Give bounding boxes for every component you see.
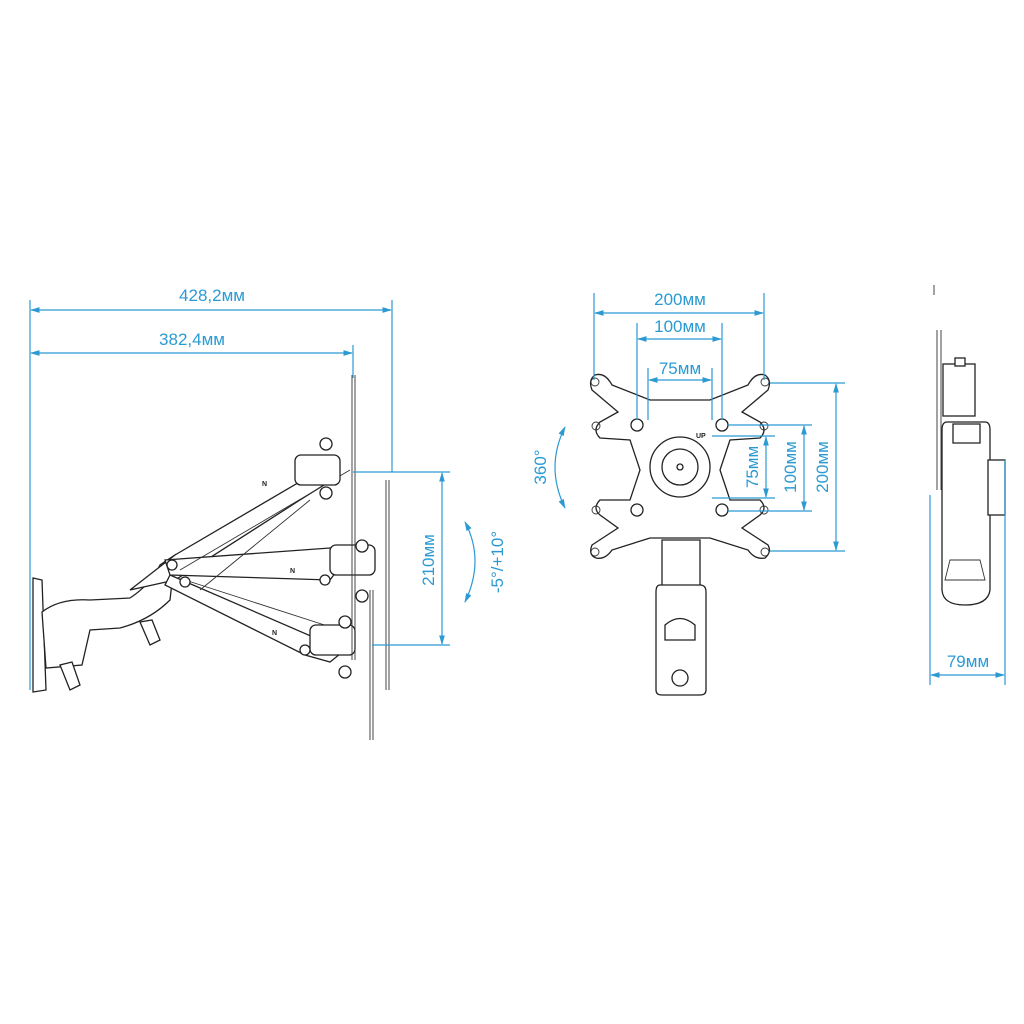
- arm-depth-label: 382,4мм: [159, 330, 225, 349]
- profile-view: 79мм: [929, 285, 1006, 685]
- front-view: UP 200мм 100мм 75мм 200мм 100мм 75мм 360…: [531, 290, 845, 696]
- brand-mark: N: [290, 568, 295, 575]
- vesa-100-v-label: 100мм: [781, 441, 800, 493]
- vesa-200-h-label: 200мм: [654, 290, 706, 309]
- vesa-plate-drawing: UP: [589, 373, 771, 696]
- overall-depth-label: 428,2мм: [179, 286, 245, 305]
- vesa-75-v-label: 75мм: [743, 446, 762, 488]
- brand-mark: N: [272, 630, 277, 637]
- rotation-label: 360°: [531, 449, 550, 484]
- vesa-75-h-label: 75мм: [659, 359, 701, 378]
- tilt-range-label: -5°/+10°: [488, 531, 507, 593]
- vesa-100-h-label: 100мм: [654, 317, 706, 336]
- height-adjust-label: 210мм: [419, 534, 438, 586]
- thickness-label: 79мм: [947, 652, 989, 671]
- arm-side-drawing: N N N: [32, 375, 390, 740]
- brand-mark: N: [262, 481, 267, 488]
- profile-drawing: [933, 285, 1006, 606]
- vesa-200-v-label: 200мм: [813, 441, 832, 493]
- side-view: N N N 428,2мм 382,4мм 210мм -5°/+10°: [29, 286, 507, 740]
- up-label: UP: [696, 433, 706, 440]
- tilt-arc-icon: [464, 521, 476, 603]
- rotation-arc-icon: [554, 426, 566, 509]
